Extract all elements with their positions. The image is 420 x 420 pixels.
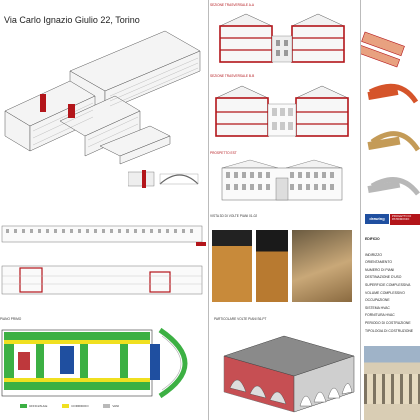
- edificio-info: EDIFICIO INDIRIZZO ORIENTAMENTO NUMERO D…: [365, 236, 420, 335]
- legend-label: CORRIDOIO: [71, 404, 89, 408]
- vaults-view-title: VISTA 3D DI VOLTE PIANI 01-02: [210, 214, 258, 218]
- plan-legend: UFFICI/AULE CORRIDOIO VANI: [20, 404, 120, 409]
- info-item: PERIODO DI COSTRUZIONE: [365, 320, 411, 325]
- section-bb-title: SEZIONE TRASVERSALE B-B: [210, 74, 255, 78]
- legend-swatch: [103, 404, 111, 409]
- vault-render-3: [292, 230, 352, 302]
- info-item: VOLUME COMPLESSIVO: [365, 290, 405, 295]
- legend-item: VANI: [103, 404, 120, 409]
- info-item: SUPERFICIE COMPLESSIVA: [365, 282, 411, 287]
- divider: [208, 0, 209, 420]
- edificio-heading: EDIFICIO: [365, 237, 380, 241]
- legend-swatch: [20, 404, 27, 409]
- info-item: INDIRIZZO: [365, 252, 382, 257]
- patrimonio-project-label: PROGETTO DI: [392, 214, 412, 218]
- drawing-logo: drawing: [365, 214, 389, 224]
- vault-render-2: [256, 230, 288, 302]
- courtyard-photo: [364, 346, 420, 420]
- patrimonio-badge: PROGETTO DI PATRIMONIO: [390, 214, 420, 225]
- patrimonio-label: PATRIMONIO: [392, 217, 410, 222]
- legend-swatch: [62, 404, 70, 409]
- right-plan-stack: [360, 31, 420, 196]
- info-item: TIPOLOGIA DI COSTRUZIONE: [365, 328, 414, 333]
- vault-detail-drawing: [223, 335, 355, 413]
- info-item: NUMERO DI PIANI: [365, 267, 395, 272]
- vault-render-1: [212, 230, 252, 302]
- east-elevation-drawing: [221, 159, 343, 201]
- divider: [360, 0, 361, 420]
- section-aa-drawing: [212, 10, 352, 66]
- info-item: FORNITURA HVAC: [365, 313, 395, 318]
- legend-item: UFFICI/AULE: [20, 404, 48, 409]
- vault-detail-title: PARTICOLARE VOLTE PIANI S6-PT: [214, 317, 267, 321]
- section-bb-drawing: [215, 85, 349, 137]
- legend-label: VANI: [112, 404, 120, 408]
- legend-label: UFFICI/AULE: [29, 404, 48, 408]
- info-item: SISTEMA HVAC: [365, 305, 390, 310]
- info-item: DESTINAZIONE D'USO: [365, 275, 402, 280]
- isometric-building-view: [4, 30, 201, 165]
- info-item: ORIENTAMENTO: [365, 260, 393, 265]
- east-elevation-title: PROSPETTO EST: [210, 151, 237, 155]
- project-address: Via Carlo Ignazio Giulio 22, Torino: [4, 15, 140, 25]
- section-aa-title: SEZIONE TRASVERSALE A-A: [210, 3, 255, 7]
- ground-plan-title: PIANO PRIMO: [0, 317, 22, 321]
- long-elevations: [1, 225, 206, 295]
- photo-arch-row: [364, 374, 420, 404]
- ground-floor-plan: [1, 327, 188, 399]
- info-item: OCCUPAZIONE: [365, 298, 390, 303]
- legend-item: CORRIDOIO: [62, 404, 89, 409]
- small-elevation-sketch: [128, 170, 199, 188]
